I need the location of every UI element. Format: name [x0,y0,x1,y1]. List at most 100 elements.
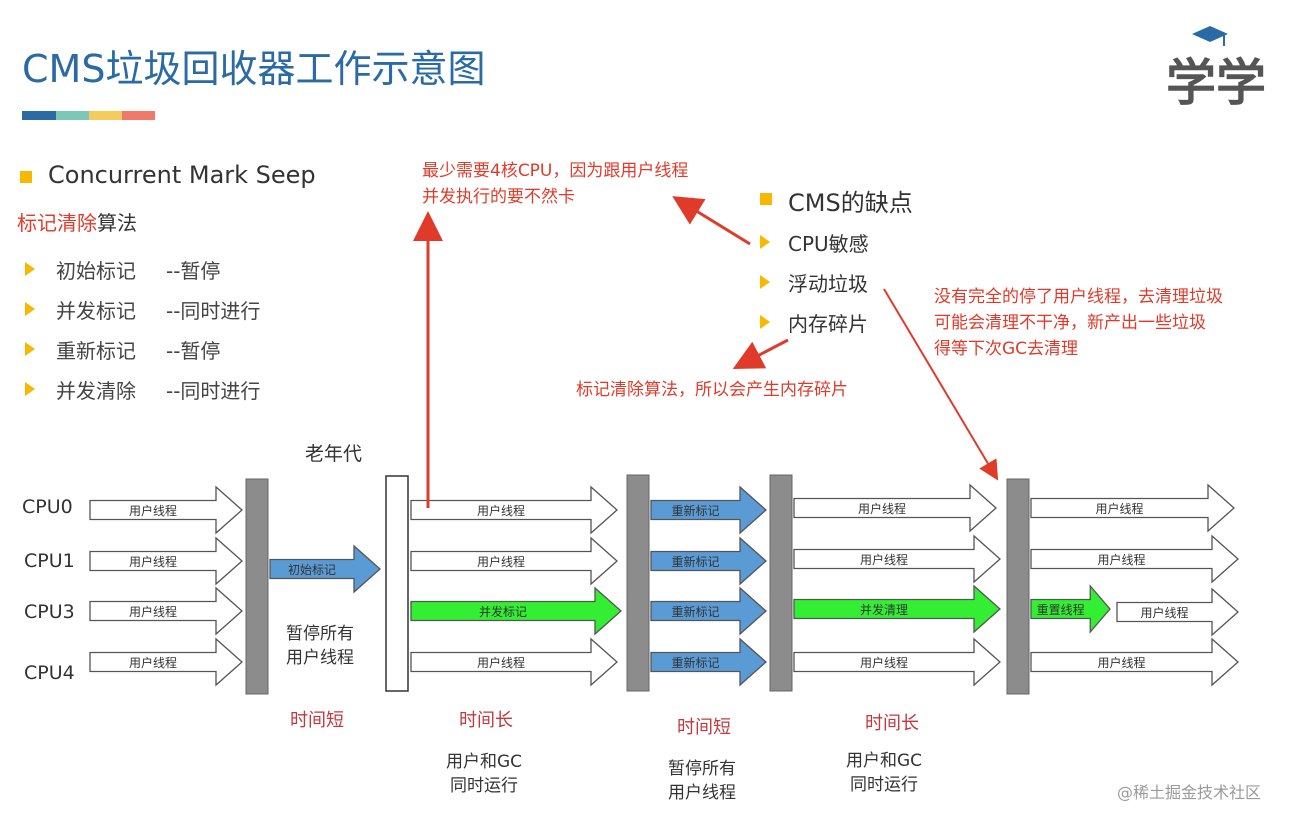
user-thread-arrow-label-0: 用户线程 [128,504,177,518]
concurrent-caption-2-line-2: 同时运行 [850,775,918,795]
time-label-4: 时间长 [865,713,919,734]
pause-caption-line-1: 暂停所有 [668,759,736,779]
cpu-label-4: CPU4 [24,662,75,684]
chevron-right-icon [25,382,35,396]
red-arrow-cpu [672,196,751,246]
time-label-1: 时间短 [290,710,344,731]
chevron-right-icon [760,315,770,329]
red-arrow-frag [732,338,789,369]
concurrent-sweep-arrow-15 [793,584,1001,634]
pause-bar-reset [1006,478,1030,695]
remark-arrow-10 [650,536,767,586]
user-thread-arrow-2 [89,586,243,636]
user-thread-arrow-label-5: 用户线程 [476,504,525,518]
remark-arrow-12 [650,637,767,687]
step-concurrent-sweep-note: --同时进行 [166,379,261,403]
color-stripe-3 [89,111,122,120]
chevron-right-icon [760,275,770,289]
remark-arrow-11 [650,586,767,636]
concurrent-mark-arrow-7 [410,586,622,636]
algorithm-heading: Concurrent Mark Seep [48,161,316,189]
pause-bar-initial [245,478,269,695]
chevron-right-icon [760,235,770,249]
user-thread-arrow-label-18: 用户线程 [1097,553,1146,567]
cpu-label-1: CPU1 [24,550,75,572]
color-stripe-4 [122,111,155,120]
reset-thread-arrow-19 [1030,584,1111,634]
red-arrow-float [883,288,999,481]
frag-note: 标记清除算法，所以会产生内存碎片 [576,380,848,400]
cpu-label-0: CPU0 [22,496,73,518]
logo-icon: 学学 [1166,26,1266,112]
user-thread-arrow-17 [1030,483,1235,533]
pause-bar-remark-start [626,474,650,692]
pause-all-caption-left: 暂停所有 用户线程 [276,622,364,670]
thread-arrows [89,483,1239,687]
step-initial-mark-note: --暂停 [166,259,221,283]
algorithm-subtitle: 标记清除算法 [17,207,137,236]
color-stripe-2 [56,111,89,120]
user-thread-arrow-21 [1030,637,1239,687]
pause-caption: 暂停所有 用户线程 [656,757,748,805]
algorithm-subtitle-black: 算法 [97,211,137,235]
chevron-right-icon [25,342,35,356]
remark-arrow-label-12: 重新标记 [671,656,720,670]
user-thread-arrow-18 [1030,534,1239,584]
color-stripe-1 [22,111,56,120]
user-thread-arrow-label-1: 用户线程 [128,555,177,569]
drawbacks-heading: CMS的缺点 [788,189,913,217]
user-thread-arrow-6 [410,536,618,586]
user-thread-arrow-label-3: 用户线程 [128,656,177,670]
remark-arrow-label-10: 重新标记 [671,555,720,569]
step-remark: 重新标记 [56,339,136,363]
pause-bar-remark-end [769,474,793,692]
time-label-2: 时间长 [459,710,513,731]
user-thread-arrow-0 [89,485,243,535]
float-note-line-3: 得等下次GC去清理 [934,339,1079,359]
drawback-cpu: CPU敏感 [788,232,869,256]
old-gen-box [385,475,409,692]
user-thread-arrow-8 [410,637,618,687]
drawback-fragment: 内存碎片 [788,312,868,336]
float-note: 没有完全的停了用户线程，去清理垃圾 可能会清理不干净，新产出一些垃圾 得等下次G… [934,284,1223,362]
chevron-right-icon [25,302,35,316]
user-thread-arrow-20 [1116,587,1239,637]
reset-thread-arrow-label-19: 重置线程 [1036,603,1085,617]
chevron-right-icon [25,262,35,276]
concurrent-mark-arrow-label-7: 并发标记 [478,605,527,619]
user-thread-arrow-14 [793,534,1001,584]
time-label-3: 时间短 [677,717,731,738]
drawback-float: 浮动垃圾 [788,272,868,296]
watermark: @稀土掘金技术社区 [1117,783,1262,802]
user-thread-arrow-label-20: 用户线程 [1140,606,1189,620]
step-concurrent-mark: 并发标记 [56,299,136,323]
step-initial-mark: 初始标记 [56,259,136,283]
pause-all-line-2: 用户线程 [286,648,354,668]
float-note-line-1: 没有完全的停了用户线程，去清理垃圾 [934,287,1223,307]
concurrent-sweep-arrow-label-15: 并发清理 [859,603,908,617]
user-thread-arrow-label-13: 用户线程 [857,502,906,516]
step-remark-note: --暂停 [166,339,221,363]
user-thread-arrow-label-21: 用户线程 [1097,656,1146,670]
bullet-square-icon [20,171,32,183]
concurrent-caption-1-line-2: 同时运行 [450,776,518,796]
user-thread-arrow-label-17: 用户线程 [1095,502,1144,516]
user-thread-arrow-label-14: 用户线程 [859,553,908,567]
user-thread-arrow-13 [793,483,997,533]
remark-arrow-label-9: 重新标记 [671,504,720,518]
pause-caption-line-2: 用户线程 [668,783,736,803]
logo-text: 学学 [1166,54,1266,112]
cpu-note: 最少需要4核CPU，因为跟用户线程 并发执行的要不然卡 [422,158,688,210]
cpu-note-line-1: 最少需要4核CPU，因为跟用户线程 [422,161,689,181]
bullet-square-icon [760,193,772,205]
concurrent-caption-2: 用户和GC 同时运行 [836,749,932,797]
float-note-line-2: 可能会清理不干净，新产出一些垃圾 [934,313,1206,333]
concurrent-caption-1-line-1: 用户和GC [445,752,523,772]
cpu-note-line-2: 并发执行的要不然卡 [422,187,575,207]
step-concurrent-sweep: 并发清除 [56,379,136,403]
cpu-label-3: CPU3 [24,601,75,623]
user-thread-arrow-1 [89,536,243,586]
user-thread-arrow-5 [410,485,618,535]
pause-all-line-1: 暂停所有 [286,624,354,644]
